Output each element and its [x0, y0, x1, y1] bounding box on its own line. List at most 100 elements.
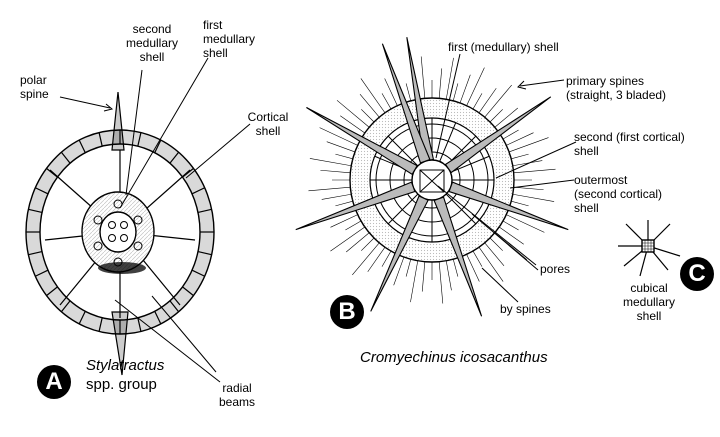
- by-spine: [330, 226, 366, 252]
- label-line: shell: [574, 201, 599, 215]
- ring-segment: [28, 250, 43, 256]
- by-spine: [381, 93, 392, 110]
- by-spine: [498, 226, 524, 245]
- ring-segment: [154, 311, 162, 325]
- by-spine: [506, 214, 545, 233]
- by-spine: [472, 250, 483, 267]
- ring-segment: [98, 132, 103, 147]
- by-spine: [494, 107, 518, 128]
- label-line: (second cortical): [574, 187, 663, 201]
- by-spine: [367, 246, 386, 272]
- by-spine: [359, 94, 380, 118]
- by-spine: [309, 158, 352, 167]
- ring-segment: [191, 187, 205, 195]
- label-line: shell: [636, 309, 662, 323]
- by-spine: [336, 100, 370, 128]
- by-spine: [494, 232, 528, 260]
- ring-segment: [98, 317, 103, 332]
- by-spine: [346, 232, 370, 253]
- by-spine: [330, 214, 358, 228]
- by-spine: [459, 74, 471, 104]
- label-line: polar: [20, 73, 47, 87]
- ring-segment: [154, 139, 162, 153]
- figure-b-leader-lines: [435, 53, 577, 303]
- by-spine: [512, 160, 543, 167]
- polar-spine-top: [111, 91, 125, 151]
- label-by-spines: by spines: [500, 302, 551, 316]
- ring-segment: [46, 286, 58, 297]
- primary-spine: [295, 181, 416, 231]
- by-spine: [513, 168, 556, 174]
- primary-spine: [306, 107, 418, 176]
- figure-c-cubical-shell: [618, 220, 681, 277]
- label-line: Cortical: [247, 110, 289, 124]
- ring-segment: [169, 151, 180, 164]
- by-spine: [308, 186, 351, 192]
- by-spine: [352, 242, 380, 276]
- by-spine: [319, 127, 358, 146]
- by-spine: [326, 141, 356, 153]
- label-cubical-medullary-shell: cubical medullary shell: [616, 281, 682, 323]
- by-spine: [421, 261, 426, 292]
- figure-b-specimen: [295, 37, 569, 317]
- by-spine: [321, 193, 352, 200]
- by-spine: [335, 153, 353, 160]
- ring-segment: [137, 132, 142, 147]
- by-spine: [345, 220, 362, 231]
- cortical-shell-segments: [26, 130, 214, 334]
- by-spine: [405, 259, 412, 277]
- ring-segment: [137, 317, 142, 332]
- by-spine: [438, 68, 443, 99]
- label-line: shell: [255, 124, 281, 138]
- label-line: second (first cortical): [574, 130, 685, 144]
- label-primary-spines: primary spines (straight, 3 bladed): [566, 74, 666, 102]
- by-spine: [512, 193, 555, 202]
- by-spine: [511, 153, 529, 160]
- ring-segment: [182, 286, 194, 297]
- label-line: first: [203, 18, 223, 32]
- label-first-medullary-shell-b: first (medullary) shell: [448, 40, 559, 54]
- label-second-medullary-shell: second medullary shell: [118, 22, 186, 64]
- label-second-first-cortical-shell: second (first cortical) shell: [574, 130, 685, 158]
- by-spine: [452, 259, 459, 277]
- primary-spine: [433, 196, 483, 317]
- label-line: beams: [218, 395, 256, 409]
- label-line: medullary: [125, 36, 179, 50]
- primary-spine: [381, 43, 431, 164]
- ring-segment: [169, 300, 180, 313]
- figure-a-species: Stylatractus spp. group: [86, 356, 164, 394]
- mesh-spoke: [439, 122, 457, 162]
- label-line: medullary: [622, 295, 676, 309]
- primary-spine: [448, 181, 569, 231]
- primary-spine: [370, 195, 429, 312]
- label-outermost-shell: outermost (second cortical) shell: [574, 173, 662, 215]
- by-spine: [484, 84, 512, 118]
- mesh-spoke: [387, 193, 419, 225]
- by-spine: [360, 78, 386, 114]
- by-spine: [361, 109, 375, 123]
- label-line: primary spines: [566, 74, 645, 88]
- label-first-medullary-shell: first medullary shell: [203, 18, 255, 60]
- primary-spine: [444, 96, 552, 174]
- mesh-spoke: [445, 193, 477, 225]
- label-cortical-shell: Cortical shell: [240, 110, 296, 138]
- by-spine: [405, 83, 412, 101]
- ring-segment: [197, 208, 212, 214]
- by-spine: [393, 256, 405, 286]
- figure-a-genus: Stylatractus: [86, 357, 165, 374]
- by-spine: [508, 137, 549, 153]
- label-line: spine: [20, 87, 49, 101]
- by-spine: [466, 254, 480, 282]
- label-line: second: [132, 22, 172, 36]
- by-spine: [445, 260, 452, 291]
- ring-segment: [28, 208, 43, 214]
- figure-c-badge: C: [680, 257, 714, 291]
- label-line: (straight, 3 bladed): [566, 88, 667, 102]
- by-spine: [438, 261, 444, 304]
- figure-a-group: spp. group: [86, 376, 157, 393]
- label-line: outermost: [574, 173, 628, 187]
- by-spine: [335, 200, 353, 207]
- label-pores: pores: [540, 262, 571, 276]
- by-spine: [502, 129, 519, 140]
